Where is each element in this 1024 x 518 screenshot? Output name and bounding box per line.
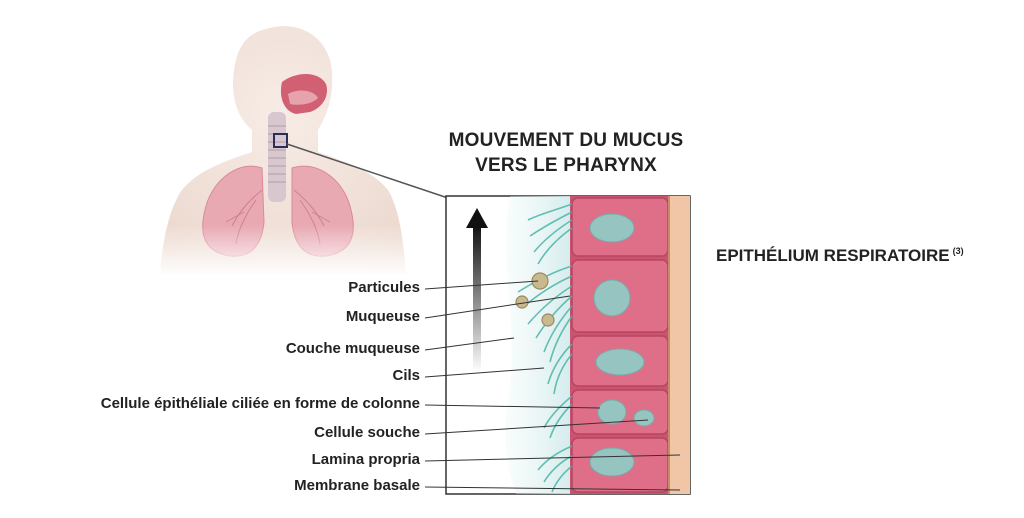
label-cellule-souche: Cellule souche xyxy=(314,424,420,441)
label-leader-lines xyxy=(424,280,681,491)
label-couche-muqueuse: Couche muqueuse xyxy=(285,340,420,357)
label-cils: Cils xyxy=(392,367,420,384)
label-membrane-basale: Membrane basale xyxy=(294,477,420,494)
epithelium-panel xyxy=(445,195,691,495)
label-particules: Particules xyxy=(348,279,420,296)
mucus-direction-arrow xyxy=(466,208,488,372)
cell-nuclei xyxy=(589,213,655,477)
mucus-layer xyxy=(505,196,572,494)
epithelium-heading-text: EPITHÉLIUM RESPIRATOIRE xyxy=(716,246,950,265)
human-body-illustration xyxy=(160,26,408,277)
label-cellule-epitheliale: Cellule épithéliale ciliée en forme de c… xyxy=(100,395,420,412)
label-lamina-propria: Lamina propria xyxy=(311,451,420,468)
diagram-title-line2: VERS LE PHARYNX xyxy=(475,155,657,176)
callout-connector-line xyxy=(286,143,449,199)
epithelium-heading: EPITHÉLIUM RESPIRATOIRE(3) xyxy=(716,246,964,266)
particles xyxy=(515,272,555,327)
label-muqueuse: Muqueuse xyxy=(345,308,420,325)
diagram-title: MOUVEMENT DU MUCUS VERS LE PHARYNX xyxy=(418,128,714,178)
lamina-propria xyxy=(668,196,690,494)
epithelium-heading-superscript: (3) xyxy=(952,246,964,257)
diagram-title-line1: MOUVEMENT DU MUCUS xyxy=(448,130,684,151)
